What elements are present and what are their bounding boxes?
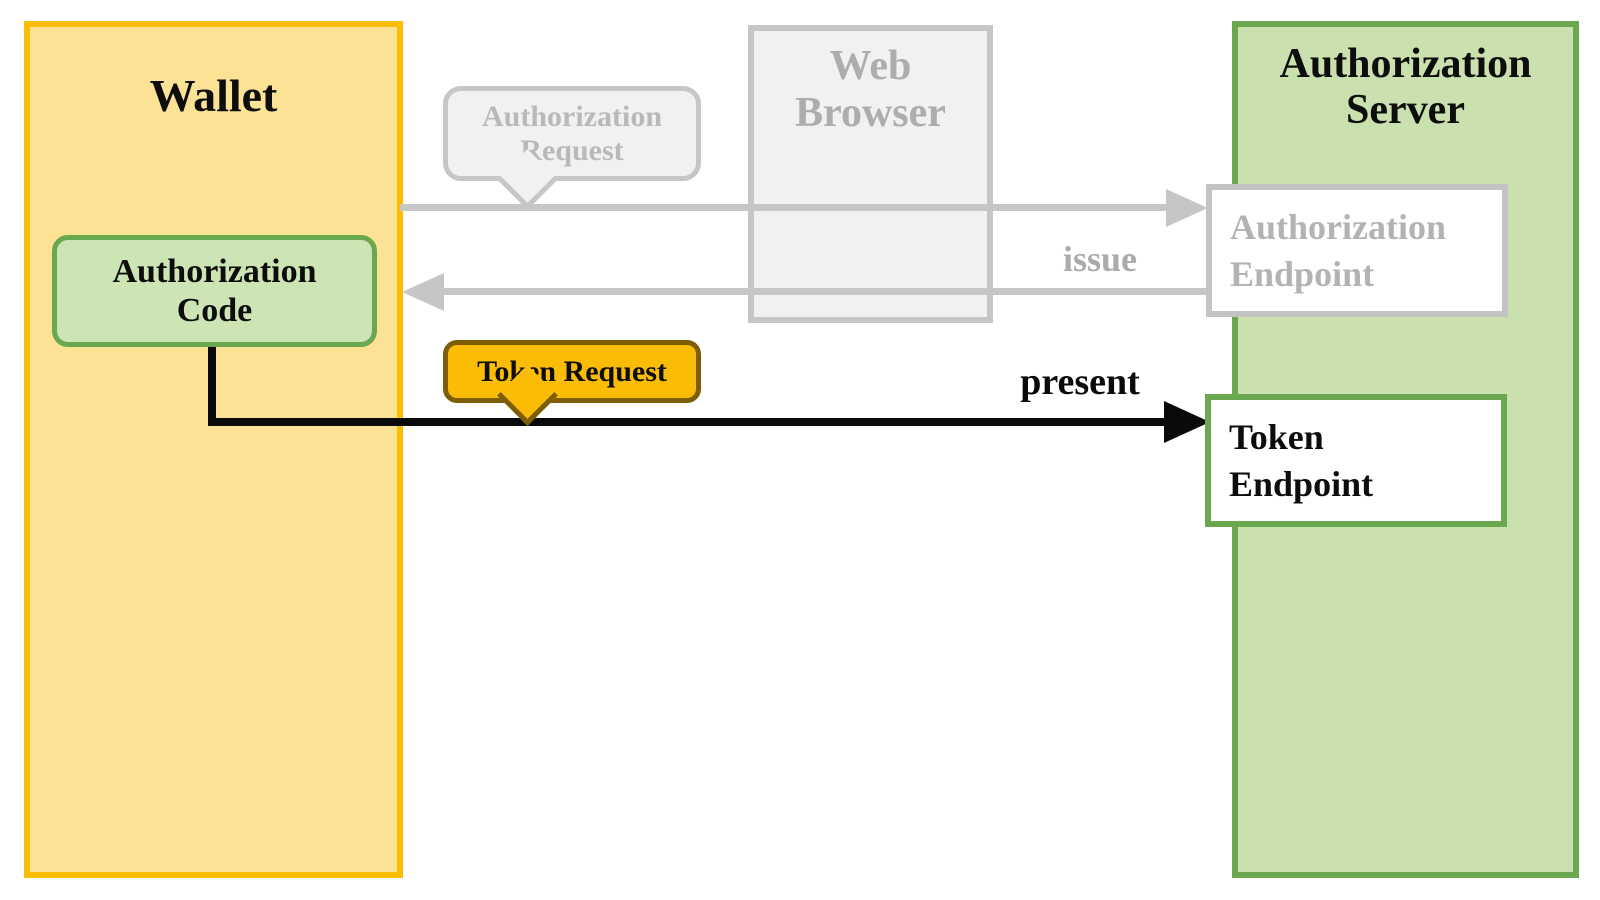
issue-arrow-line <box>438 288 1206 295</box>
authorization-endpoint-label: Authorization Endpoint <box>1230 206 1446 294</box>
authorization-endpoint-node: Authorization Endpoint <box>1206 184 1508 317</box>
token-endpoint-label: Token Endpoint <box>1229 416 1374 504</box>
present-arrow-vertical-line <box>208 345 216 425</box>
wallet-title: Wallet <box>149 70 278 121</box>
issue-arrowhead-icon <box>402 273 444 311</box>
present-arrowhead-icon <box>1164 401 1210 443</box>
authorization-request-label: Authorization Request <box>482 99 662 167</box>
authorization-request-callout: Authorization Request <box>443 86 701 181</box>
auth-request-arrowhead-icon <box>1166 189 1208 227</box>
token-request-callout: Token Request <box>443 340 701 403</box>
present-arrow-horizontal-line <box>208 418 1170 426</box>
present-label: present <box>1020 361 1140 403</box>
auth-request-arrow-line <box>400 204 1172 211</box>
authorization-server-title: Authorization Server <box>1279 41 1532 134</box>
token-endpoint-node: Token Endpoint <box>1205 394 1507 527</box>
authorization-code-node: Authorization Code <box>52 235 377 347</box>
issue-label: issue <box>1062 239 1138 279</box>
wallet-box: Wallet <box>24 21 403 878</box>
web-browser-box: Web Browser <box>748 25 993 323</box>
web-browser-title: Web Browser <box>795 43 946 137</box>
token-request-label: Token Request <box>477 354 667 388</box>
authorization-code-label: Authorization Code <box>112 252 317 329</box>
